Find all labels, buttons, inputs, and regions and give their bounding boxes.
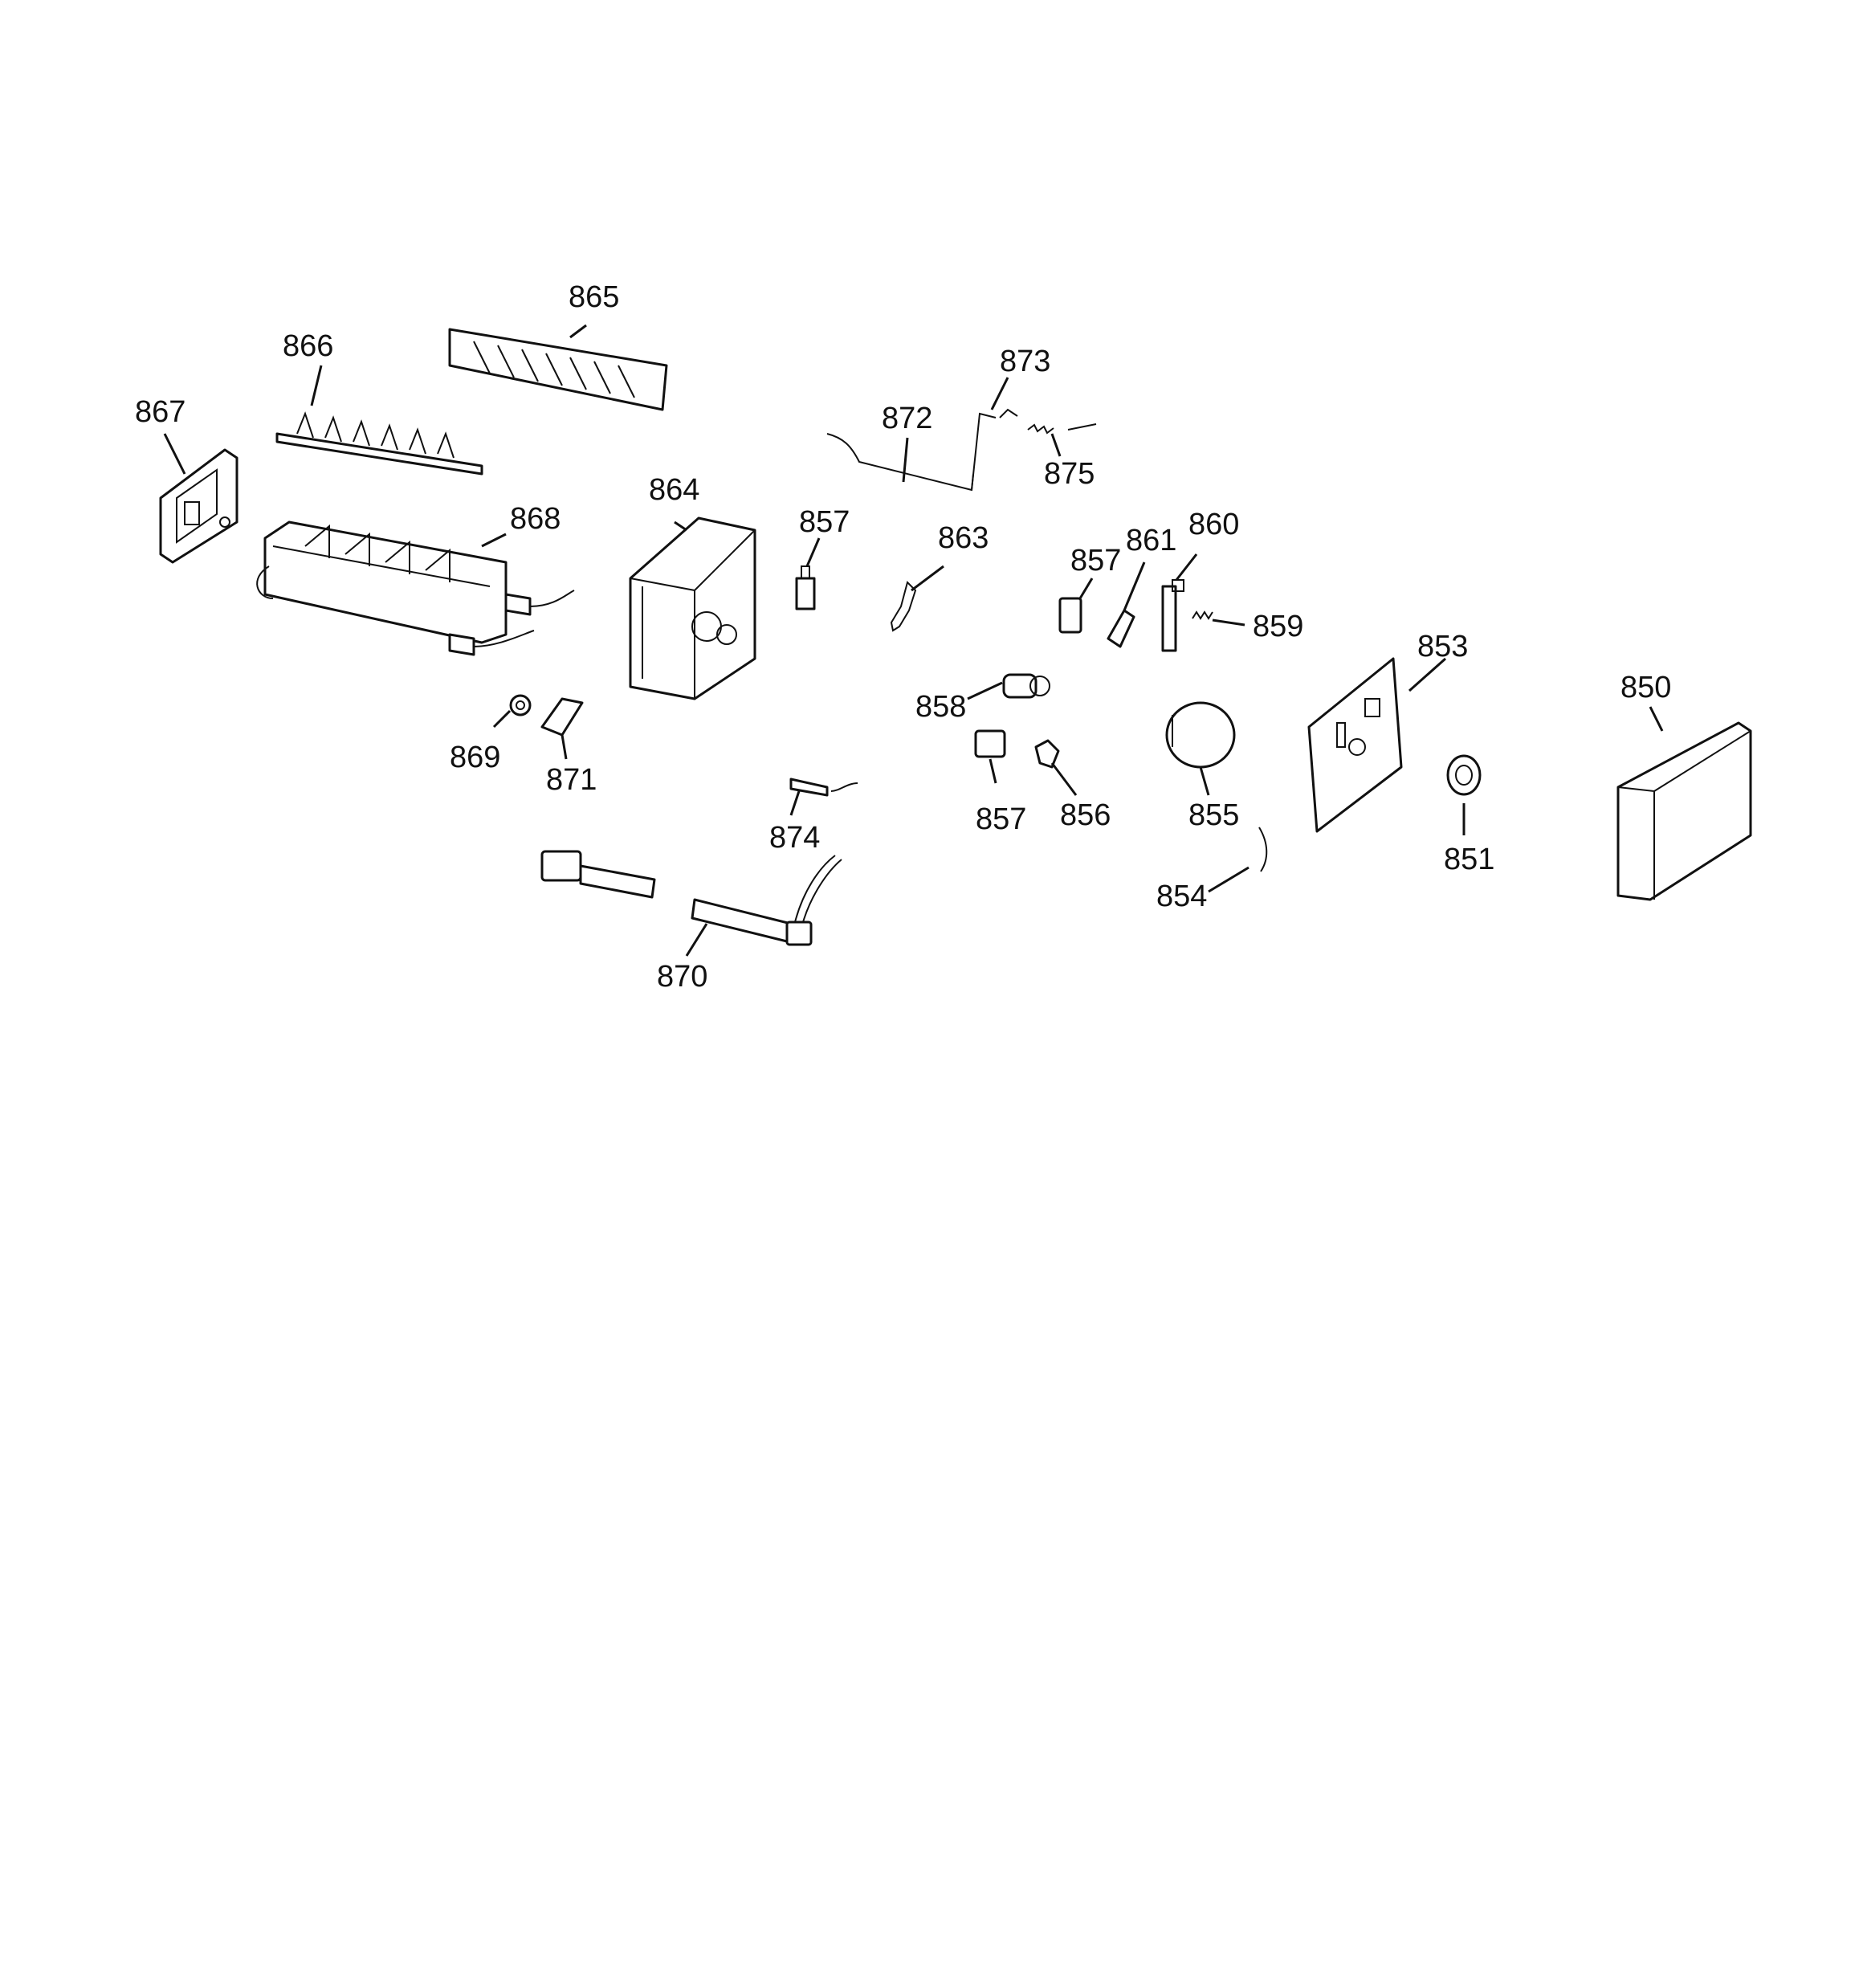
callout-873: 873 xyxy=(1000,345,1050,378)
part-854-clip xyxy=(1258,827,1268,872)
callout-865: 865 xyxy=(569,280,619,314)
part-860-plate xyxy=(1161,579,1184,652)
part-857-switch-c xyxy=(974,729,1006,758)
callout-850: 850 xyxy=(1620,671,1671,704)
callout-860: 860 xyxy=(1188,508,1239,541)
leader-lines xyxy=(163,324,1664,957)
part-875-spring xyxy=(1027,423,1097,435)
callout-871: 871 xyxy=(546,763,597,797)
callout-859: 859 xyxy=(1253,610,1303,643)
callout-863: 863 xyxy=(938,521,989,555)
callout-857b: 857 xyxy=(1070,544,1121,578)
part-874-screw xyxy=(789,778,858,797)
callout-868: 868 xyxy=(510,502,561,536)
part-863-lever xyxy=(890,581,917,632)
part-866-ejector xyxy=(275,411,483,476)
part-868-mold xyxy=(256,520,575,656)
callout-857c: 857 xyxy=(976,802,1026,836)
callout-858: 858 xyxy=(915,690,966,724)
part-850-cover xyxy=(1616,721,1752,901)
callout-875: 875 xyxy=(1044,457,1095,491)
callout-870: 870 xyxy=(657,960,707,994)
part-856-clip xyxy=(1034,739,1060,769)
part-867-bracket xyxy=(159,448,238,564)
callout-861: 861 xyxy=(1126,524,1176,557)
part-859-spring xyxy=(1192,610,1213,620)
part-855-motor xyxy=(1165,701,1236,769)
part-861-cam xyxy=(1107,609,1135,648)
callout-854: 854 xyxy=(1156,880,1207,913)
callout-labels: 850 851 853 854 855 856 857 857 857 858 … xyxy=(135,280,1671,994)
callout-869: 869 xyxy=(450,741,500,774)
part-872-arm xyxy=(826,408,1018,492)
part-864-housing xyxy=(629,516,756,700)
callout-856: 856 xyxy=(1060,798,1111,832)
callout-874: 874 xyxy=(769,821,820,855)
part-851-gear xyxy=(1446,754,1482,796)
callout-855: 855 xyxy=(1188,798,1239,832)
part-865-stripper xyxy=(448,328,668,411)
callout-867: 867 xyxy=(135,395,185,429)
callout-864: 864 xyxy=(649,473,699,507)
part-853-mounting-plate xyxy=(1307,657,1403,833)
part-857-switch-a xyxy=(795,565,816,610)
part-857-switch-b xyxy=(1058,597,1082,634)
part-869-grommet xyxy=(509,694,532,716)
part-871-washer xyxy=(540,697,584,737)
part-858-shaft xyxy=(1002,673,1050,699)
callout-853: 853 xyxy=(1417,630,1468,663)
callout-851: 851 xyxy=(1444,843,1494,876)
callout-857a: 857 xyxy=(799,505,850,539)
part-870-harness xyxy=(540,850,842,946)
callout-872: 872 xyxy=(882,402,932,435)
callout-866: 866 xyxy=(283,329,333,363)
